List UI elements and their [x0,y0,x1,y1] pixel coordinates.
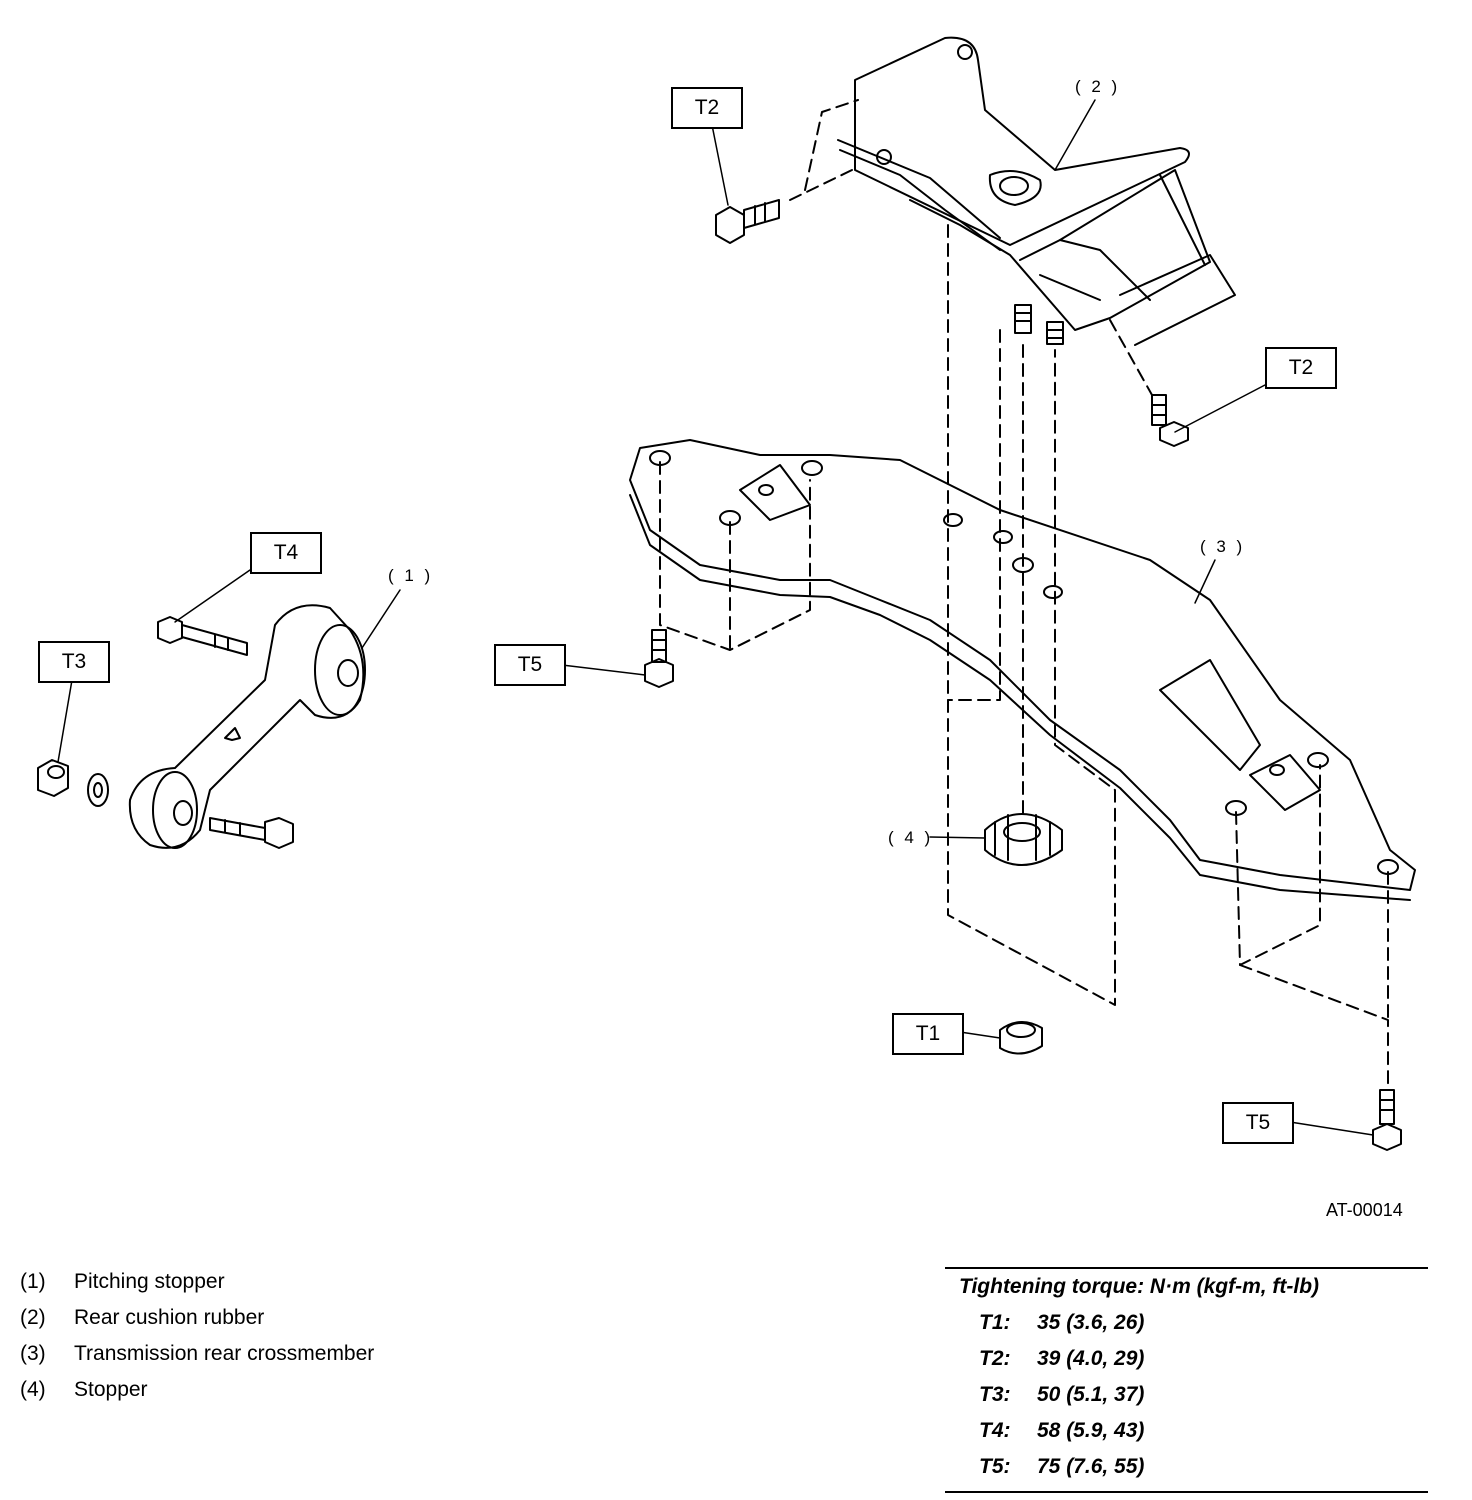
tag-t5-left: T5 [494,644,566,686]
legend-number: (4) [20,1378,46,1401]
legend-item: (2) Rear cushion rubber [20,1306,374,1342]
alignment-lines [659,99,1389,1091]
leader-lines [57,99,1374,1136]
pitching-stopper [128,604,366,849]
torque-value: 58 (5.9, 43) [1037,1419,1145,1442]
legend-text: Rear cushion rubber [74,1306,265,1329]
nut-t1 [999,1021,1043,1055]
legend-number: (1) [20,1270,46,1293]
bolt-t5-left [644,629,674,688]
nut-t3 [37,759,69,797]
tag-t3: T3 [38,641,110,683]
torque-key: T5: [979,1455,1011,1478]
torque-row: T3: 50 (5.1, 37) [945,1377,1428,1413]
figure-id: AT-00014 [1326,1200,1403,1220]
washer [87,773,109,807]
legend-text: Pitching stopper [74,1270,225,1293]
legend-text: Stopper [74,1378,148,1401]
torque-row: T2: 39 (4.0, 29) [945,1341,1428,1377]
torque-key: T1: [979,1311,1011,1334]
cushion-studs [1014,304,1064,345]
torque-table: Tightening torque: N·m (kgf-m, ft-lb) T1… [945,1267,1428,1493]
callout-3: ( 3 ) [1200,537,1246,556]
tag-t2-right: T2 [1265,347,1337,389]
torque-key: T2: [979,1347,1011,1370]
legend-number: (2) [20,1306,46,1329]
torque-value: 39 (4.0, 29) [1037,1347,1145,1370]
bolt-t5-right [1372,1089,1402,1151]
legend-item: (3) Transmission rear crossmember [20,1342,374,1378]
tag-t5-right: T5 [1222,1102,1294,1144]
exploded-view-drawing [37,36,1416,1151]
legend-number: (3) [20,1342,46,1365]
legend-item: (1) Pitching stopper [20,1270,374,1306]
callout-1: ( 1 ) [388,566,434,585]
torque-key: T3: [979,1383,1011,1406]
torque-key: T4: [979,1419,1011,1442]
parts-legend: (1) Pitching stopper (2) Rear cushion ru… [20,1270,374,1414]
torque-row: T5: 75 (7.6, 55) [945,1449,1428,1485]
bolt-lower [209,817,294,849]
tag-t2-upper: T2 [671,87,743,129]
tag-t1: T1 [892,1013,964,1055]
torque-value: 35 (3.6, 26) [1037,1311,1145,1334]
torque-value: 50 (5.1, 37) [1037,1383,1145,1406]
legend-item: (4) Stopper [20,1378,374,1414]
callout-4: ( 4 ) [888,828,934,847]
bolt-t2-upper [715,199,780,244]
bolt-t4 [157,616,248,656]
rear-cushion-rubber [837,36,1236,346]
torque-value: 75 (7.6, 55) [1037,1455,1145,1478]
callout-2: ( 2 ) [1075,77,1121,96]
torque-row: T4: 58 (5.9, 43) [945,1413,1428,1449]
tag-t4: T4 [250,532,322,574]
torque-heading: Tightening torque: N·m (kgf-m, ft-lb) [959,1275,1320,1298]
stopper [984,813,1063,866]
torque-row: T1: 35 (3.6, 26) [945,1305,1428,1341]
bolt-t2-right [1151,394,1189,447]
legend-text: Transmission rear crossmember [74,1342,375,1365]
transmission-rear-crossmember [629,439,1416,901]
